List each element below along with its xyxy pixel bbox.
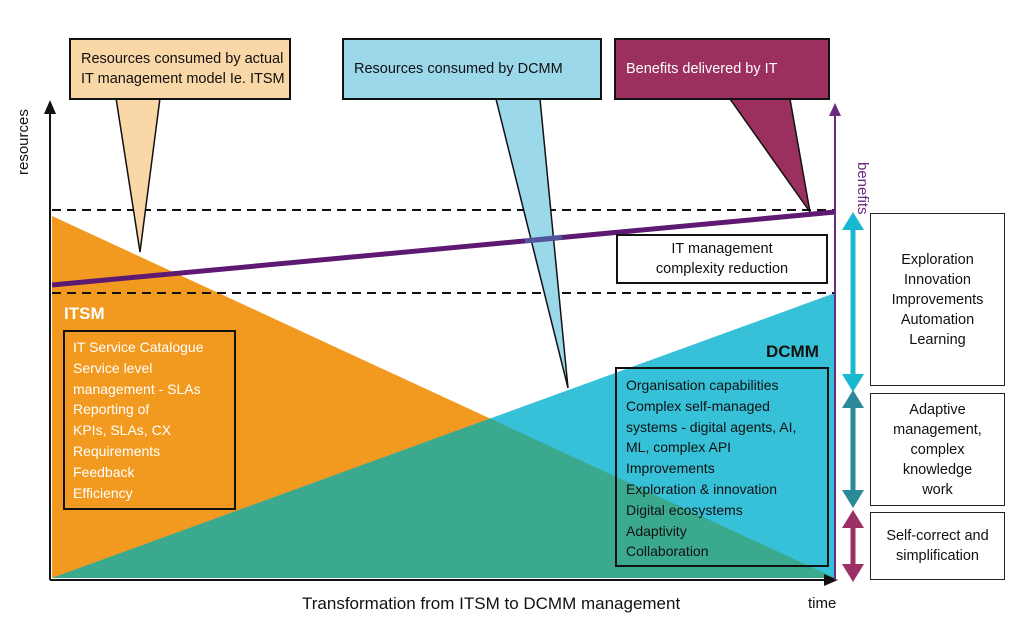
list-item: Organisation capabilities [626,377,779,393]
complexity-line2: complexity reduction [655,261,789,277]
side-box-line: Exploration [901,251,974,268]
list-item: Complex self-managed [626,397,770,414]
benefits-callout-pointer [728,98,811,213]
side-box-line: work [922,481,953,498]
list-item: management - SLAs [73,380,201,397]
list-item: IT Service Catalogue [73,339,204,355]
dcmm-resources-callout: Resources consumed by DCMM [342,38,602,100]
dcmm-title: DCMM [766,342,819,361]
side-box-line: knowledge [902,461,973,478]
side-box-line: Automation [900,311,975,328]
list-item: systems - digital agents, AI, [626,418,797,435]
list-item: Reporting of [73,401,150,418]
itsm-callout-pointer [115,97,161,253]
list-item: Collaboration [626,543,709,560]
dcmm-callout-text: Resources consumed by DCMM [354,61,563,77]
y-axis-left-label: resources [15,109,32,175]
list-item: KPIs, SLAs, CX [73,422,172,439]
adaptive-management-box: Adaptive management, complex knowledge work [870,393,1005,506]
side-box-line: Adaptive [909,401,966,418]
complexity-reduction-box: IT management complexity reduction [616,234,828,284]
cyan-double-arrow [842,212,864,392]
x-axis-label: Transformation from ITSM to DCMM managem… [302,594,680,613]
list-item: Improvements [626,460,715,477]
benefits-line-highlight [524,234,563,244]
maroon-double-arrow [842,510,864,582]
list-item: Digital ecosystems [626,501,743,518]
x-axis-end-label: time [808,595,836,612]
y-axis-right-label: benefits [854,162,871,215]
list-item: Exploration & innovation [626,480,777,497]
itsm-callout-line1: Resources consumed by actual [81,51,284,67]
list-item: Efficiency [73,484,133,501]
list-item: ML, complex API [626,439,732,456]
self-correct-box: Self-correct and simplification [870,512,1005,580]
benefits-callout: Benefits delivered by IT [614,38,830,100]
itsm-callout-line2: IT management model Ie. ITSM [81,71,285,87]
itsm-resources-callout: Resources consumed by actual IT manageme… [69,38,291,100]
benefits-callout-text: Benefits delivered by IT [626,61,778,77]
benefits-line [51,209,836,288]
list-item: Feedback [73,463,135,480]
complexity-line1: IT management [671,241,773,257]
x-axis-arrowhead [824,574,838,586]
side-box-line: simplification [896,548,979,564]
side-box-line: Self-correct and [886,528,989,544]
side-box-line: Innovation [904,271,971,288]
itsm-title: ITSM [64,304,105,323]
side-box-line: Learning [909,331,966,348]
y-axis-left-arrowhead [44,100,56,114]
side-box-line: management, [893,421,982,438]
y-axis-right-arrowhead [829,103,841,116]
list-item: Requirements [73,442,161,459]
side-box-line: Improvements [891,291,984,308]
side-box-line: complex [910,441,965,458]
list-item: Adaptivity [626,522,687,539]
list-item: Service level [73,359,153,376]
teal-double-arrow [842,390,864,508]
